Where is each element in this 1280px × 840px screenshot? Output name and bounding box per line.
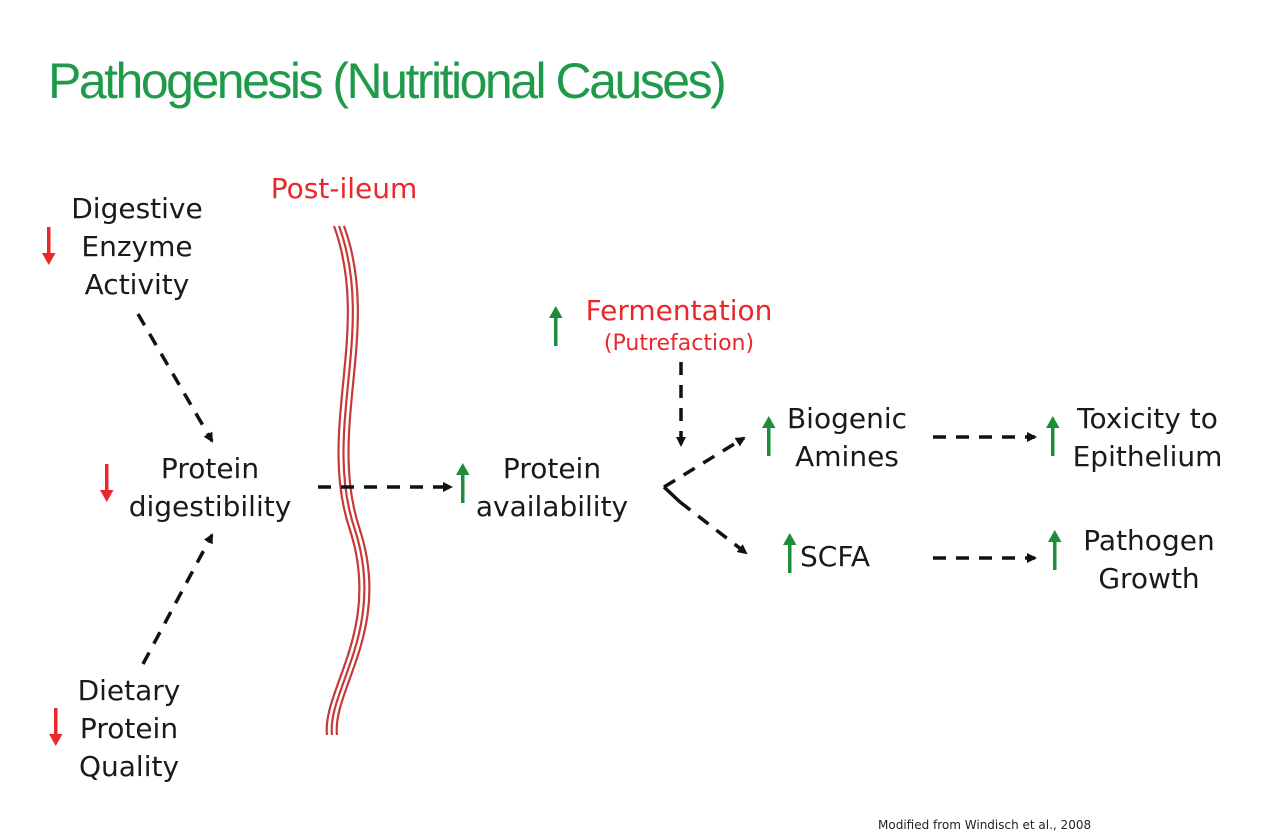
node-line: Biogenic [786,402,908,435]
node-line: digestibility [128,490,292,523]
up-arrow-icon [783,533,797,573]
down-arrow-icon [42,227,56,265]
node-line: availability [475,490,629,523]
node-line: Digestive [71,192,203,225]
node-line: Dietary [77,674,181,707]
citation: Modified from Windisch et al., 2008 [878,818,1092,832]
node-pathogen-growth: Pathogen Growth [1066,522,1232,598]
down-arrow-icon [49,708,63,746]
node-fermentation: Fermentation (Putrefaction) [568,292,790,358]
up-arrow-icon [762,416,776,456]
post-ileum-label: Post-ileum [270,172,418,205]
fermentation-subtitle: (Putrefaction) [603,331,755,356]
node-line: Growth [1098,562,1200,595]
up-arrow-icon [456,463,470,503]
node-protein-digestibility: Protein digestibility [115,450,305,526]
post-ileum-boundary [325,225,371,736]
node-digestive-enzyme-activity: Digestive Enzyme Activity [52,190,222,304]
node-biogenic-amines: Biogenic Amines [777,400,917,476]
node-line: Activity [84,268,190,301]
up-arrow-icon [1046,416,1060,456]
node-line: Amines [795,440,899,473]
node-scfa: SCFA [800,538,896,576]
page-title: Pathogenesis (Nutritional Causes) [48,53,727,109]
node-protein-availability: Protein availability [466,450,638,526]
node-line: Protein [502,452,602,485]
node-line: Pathogen [1083,524,1215,557]
down-arrow-icon [100,464,114,502]
node-line: Toxicity to [1077,402,1218,435]
node-line: Epithelium [1072,440,1223,473]
node-line: SCFA [800,540,871,573]
node-line: Enzyme [81,230,193,263]
arrow-enzyme-to-digestibility [136,313,214,443]
up-arrow-icon [1048,530,1062,570]
node-line: Protein [79,712,179,745]
node-line: Protein [160,452,260,485]
up-arrow-icon [549,306,563,346]
arrow-quality-to-digestibility [141,533,214,665]
arrow-to-biogenic-amines [663,436,746,489]
arrow-to-scfa [678,500,748,555]
node-dietary-protein-quality: Dietary Protein Quality [74,672,184,786]
node-line: Quality [78,750,180,783]
fermentation-title: Fermentation [585,294,773,327]
node-toxicity-to-epithelium: Toxicity to Epithelium [1060,400,1235,476]
